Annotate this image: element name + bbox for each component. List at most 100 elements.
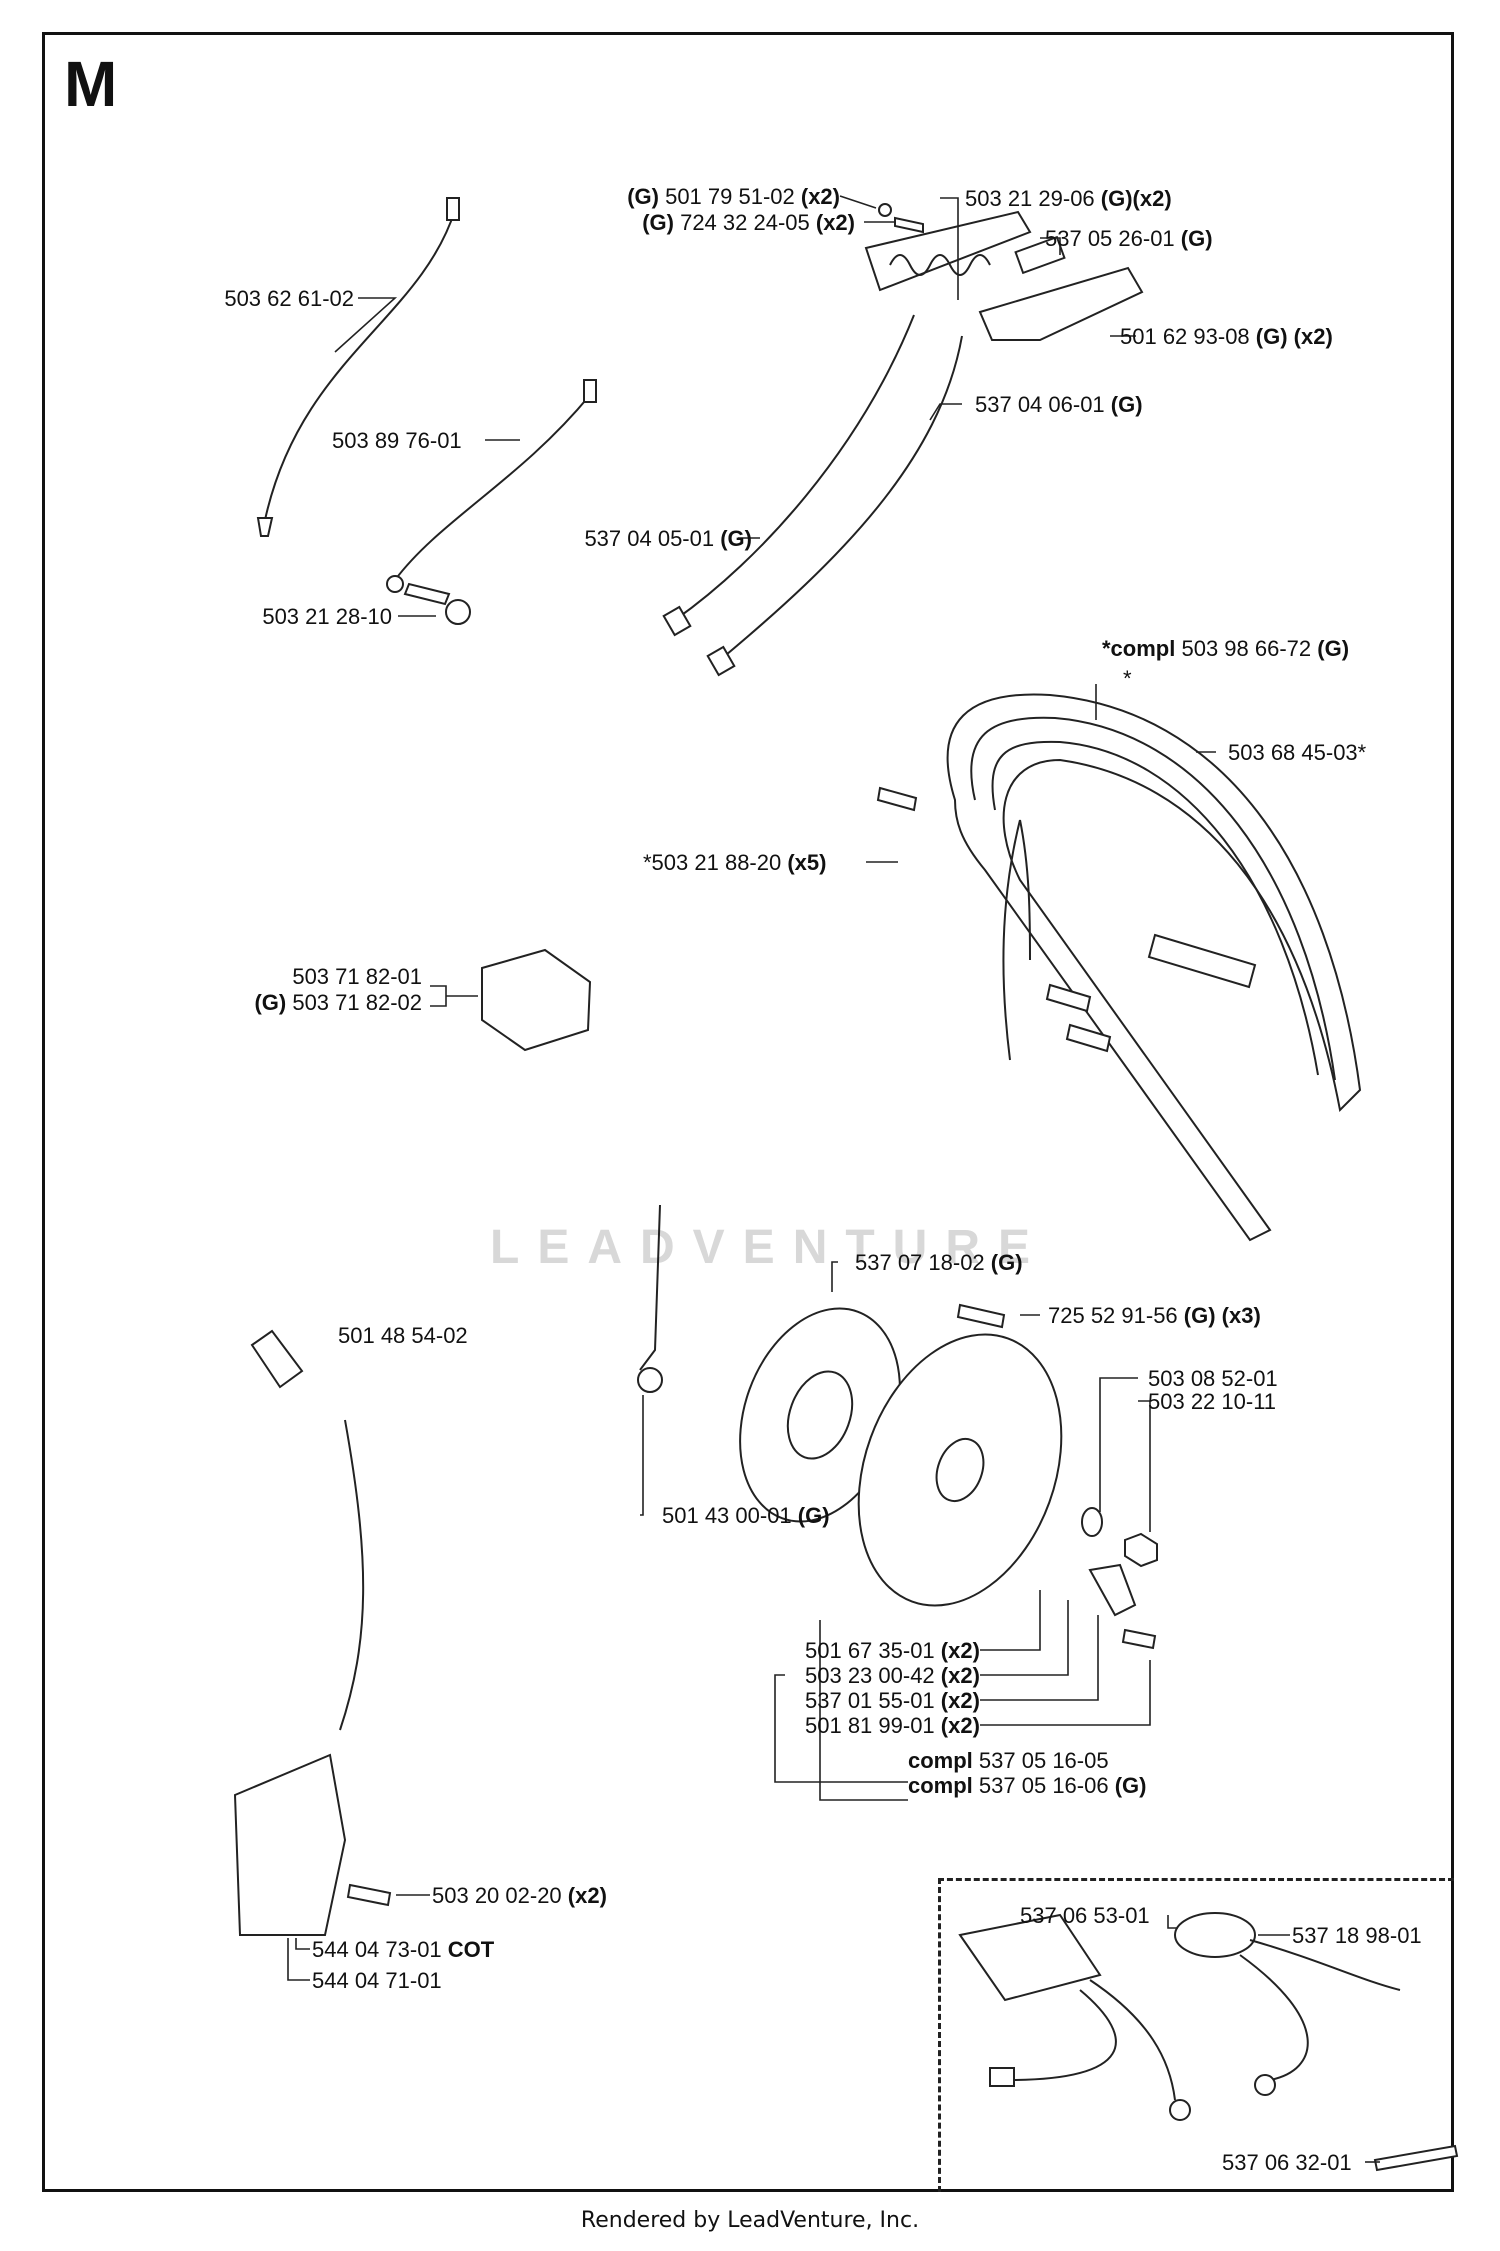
- leader: [1167, 1915, 1178, 1929]
- part-label-p7: 537 04 05-01 (G): [584, 526, 752, 551]
- plate-ridges: [889, 254, 991, 276]
- inset-wire: [1239, 1954, 1309, 2081]
- sensor-537-18-98: [1174, 1912, 1256, 1958]
- leader: [819, 1620, 908, 1801]
- part-label-p21: 503 22 10-11: [1148, 1389, 1277, 1414]
- handle-503-68-45: [946, 693, 1362, 1242]
- part-label-p5: 501 62 93-08 (G) (x2): [1120, 324, 1333, 349]
- ring-terminal: [1169, 2099, 1191, 2121]
- part-label-p22: 501 43 00-01 (G): [662, 1503, 830, 1528]
- part-label-p14: *503 21 88-20 (x5): [643, 850, 827, 875]
- gasket-537-06-53: [958, 1913, 1102, 2002]
- part-label-p2: (G) 724 32 24-05 (x2): [642, 210, 855, 235]
- part-label-p11: *compl 503 98 66-72 (G): [1102, 636, 1350, 661]
- part-label-p3: 503 21 29-06 (G)(x2): [965, 186, 1172, 211]
- part-label-p10: 503 21 28-10: [262, 604, 392, 629]
- part-label-p25: 537 01 55-01 (x2): [805, 1688, 980, 1713]
- bracket-537-06-32: [1373, 2144, 1459, 2172]
- leader: [640, 1395, 644, 1516]
- leader: [980, 1600, 1069, 1676]
- part-label-p4: 537 05 26-01 (G): [1045, 226, 1213, 251]
- plate-501-62-93: [978, 266, 1144, 341]
- ring-terminal: [386, 575, 404, 593]
- wire-503-89-76: [394, 394, 591, 581]
- part-label-p9: 503 89 76-01: [332, 428, 462, 453]
- part-label-p18: 725 52 91-56 (G) (x3): [1048, 1303, 1261, 1328]
- part-label-p29: 503 20 02-20 (x2): [432, 1883, 607, 1908]
- leader: [980, 1615, 1099, 1701]
- screw-725-52-91: [956, 1303, 1006, 1329]
- screw-head: [445, 599, 471, 625]
- wire-terminal: [446, 197, 460, 221]
- part-label-p24: 503 23 00-42 (x2): [805, 1663, 980, 1688]
- part-label-p15: 503 71 82-01: [292, 964, 422, 989]
- leader: [980, 1590, 1041, 1651]
- plate-503-21-29: [864, 210, 1032, 292]
- leader: [430, 985, 478, 1007]
- ignition-coil-544-04: [233, 1753, 347, 1936]
- nut-503-22-10: [1124, 1532, 1158, 1568]
- leader: [839, 195, 877, 209]
- leader: [774, 1674, 908, 1783]
- ring-terminal: [1254, 2074, 1276, 2096]
- part-label-p17: 537 07 18-02 (G): [855, 1250, 1023, 1275]
- screw: [894, 216, 924, 234]
- leader: [287, 1938, 310, 1981]
- wire-537-04-06: [719, 335, 963, 661]
- leader: [940, 197, 959, 300]
- part-label-p1: (G) 501 79 51-02 (x2): [627, 184, 840, 209]
- part-label-p20: 503 08 52-01: [1148, 1366, 1278, 1391]
- screw-501-81-99: [1121, 1628, 1157, 1650]
- part-label-p32: 537 06 53-01: [1020, 1903, 1150, 1928]
- washer: [878, 203, 892, 217]
- inset-wire: [1009, 1989, 1117, 2081]
- screw: [1045, 983, 1092, 1013]
- leader: [1040, 237, 1061, 255]
- handle-wire: [1019, 819, 1031, 961]
- part-label-p33: 537 18 98-01: [1292, 1923, 1422, 1948]
- leader: [1099, 1377, 1138, 1512]
- flywheel-hub: [935, 1438, 985, 1502]
- watermark: LEADVENTURE: [490, 1221, 1049, 1274]
- handle-ridge: [991, 740, 1319, 1076]
- screw-503-20-02: [346, 1883, 392, 1907]
- part-label-p13: 503 68 45-03*: [1228, 740, 1367, 765]
- leader: [1138, 1400, 1151, 1532]
- part-label-p12: *: [1123, 666, 1132, 691]
- plug-cap-501-48-54: [250, 1329, 304, 1389]
- leader: [980, 1660, 1151, 1726]
- part-label-p34: 537 06 32-01: [1222, 2150, 1352, 2175]
- inset-wire: [1249, 1939, 1401, 1991]
- part-label-p23: 501 67 35-01 (x2): [805, 1638, 980, 1663]
- diagram-frame: [42, 32, 1454, 2192]
- part-label-p31: 544 04 71-01: [312, 1968, 442, 1993]
- part-label-p27: compl 537 05 16-05: [908, 1748, 1109, 1773]
- screw-503-21-88: [876, 786, 918, 812]
- inset-box: [938, 1878, 1454, 2192]
- wire-terminal: [583, 379, 597, 403]
- pawl-537-01-55: [1088, 1563, 1137, 1617]
- part-label-p8: 503 62 61-02: [224, 286, 354, 311]
- ignition-lead: [339, 1419, 365, 1731]
- part-label-p26: 501 81 99-01 (x2): [805, 1713, 980, 1738]
- switch-503-71-82: [481, 948, 592, 1052]
- stator-bore: [786, 1370, 854, 1460]
- leader: [295, 1938, 310, 1950]
- screw: [1065, 1023, 1112, 1053]
- inset-terminal: [989, 2067, 1015, 2087]
- rubber-boot: [1147, 933, 1257, 989]
- wire-537-04-05: [674, 314, 915, 621]
- leader: [929, 403, 962, 421]
- washer-503-08-52: [1081, 1507, 1103, 1537]
- wire-terminal: [256, 517, 274, 537]
- wire-terminal: [662, 605, 692, 637]
- part-label-p28: compl 537 05 16-06 (G): [908, 1773, 1147, 1798]
- part-label-p6: 537 04 06-01 (G): [975, 392, 1143, 417]
- handle-ridge: [970, 716, 1336, 1081]
- part-label-p30: 544 04 73-01 COT: [312, 1937, 495, 1962]
- handle-wire: [1002, 819, 1021, 1061]
- wire-503-62-61: [264, 209, 456, 521]
- screw-503-21-28: [403, 582, 451, 606]
- part-label-p16: (G) 503 71 82-02: [254, 990, 422, 1015]
